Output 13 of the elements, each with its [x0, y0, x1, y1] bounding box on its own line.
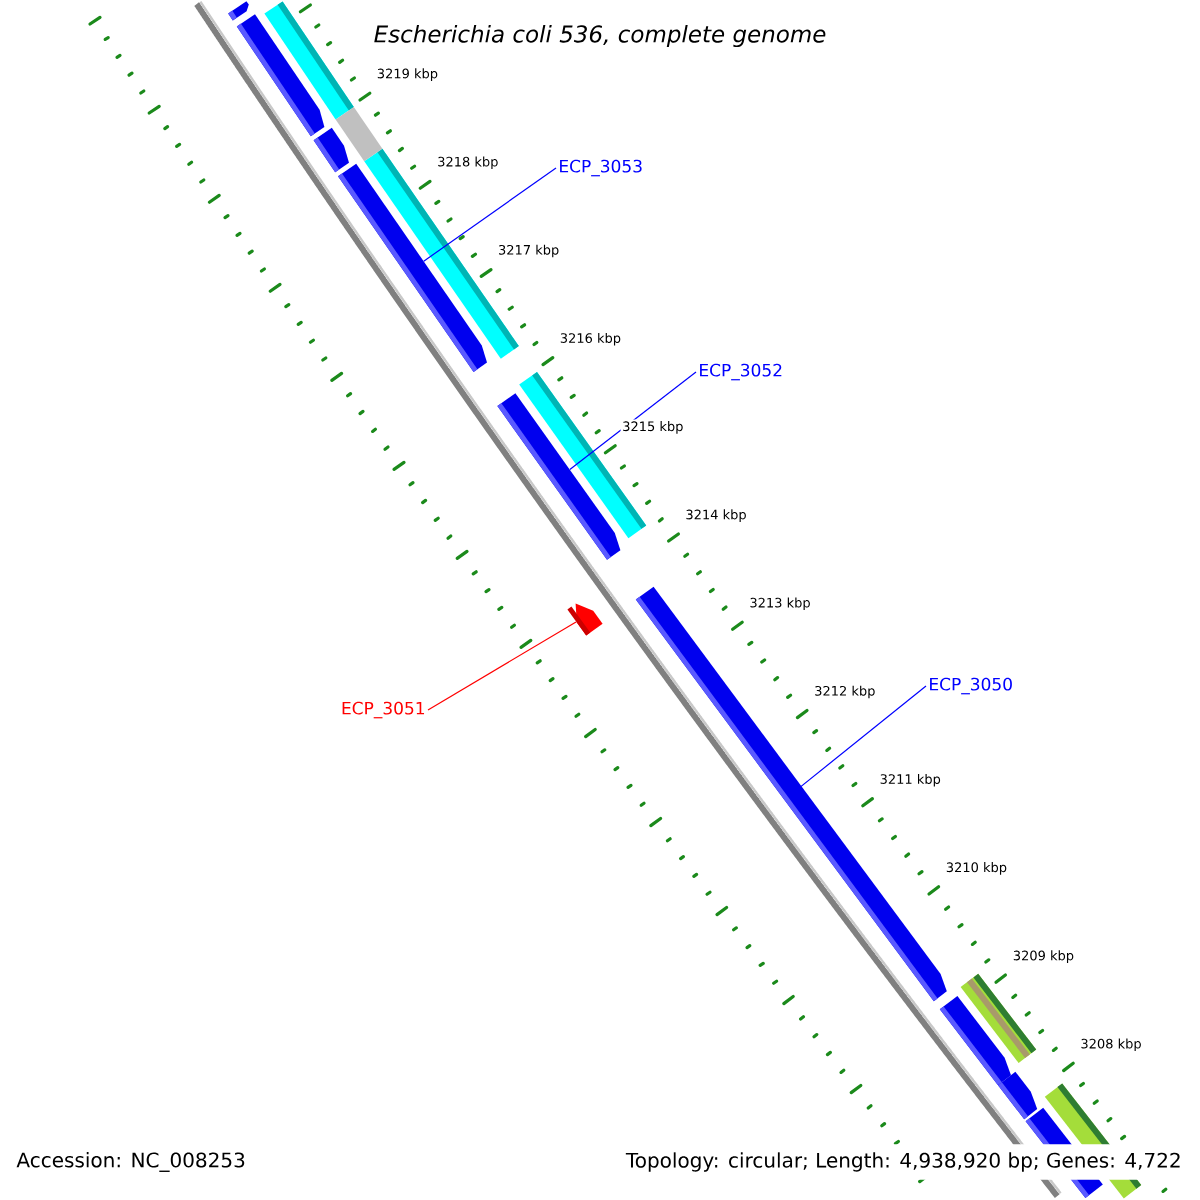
gene-label: ECP_3051	[342, 701, 425, 719]
leader-line	[569, 371, 697, 471]
topology-text: Topology: circular; Length: 4,938,920 bp; Genes: 4,722	[619, 1144, 1188, 1180]
gene-label: ECP_3050	[930, 677, 1012, 695]
gene-label: ECP_3052	[700, 363, 782, 381]
leader-line	[427, 621, 577, 711]
gene-feature	[567, 603, 603, 636]
title: Escherichia coli 536, complete genome	[371, 22, 829, 50]
accession-text: Accession: NC_008253	[16, 1152, 245, 1172]
gene-feature	[497, 393, 621, 560]
leader-line	[799, 685, 927, 788]
leader-line	[423, 167, 557, 262]
gene-label: ECP_3053	[560, 159, 642, 177]
